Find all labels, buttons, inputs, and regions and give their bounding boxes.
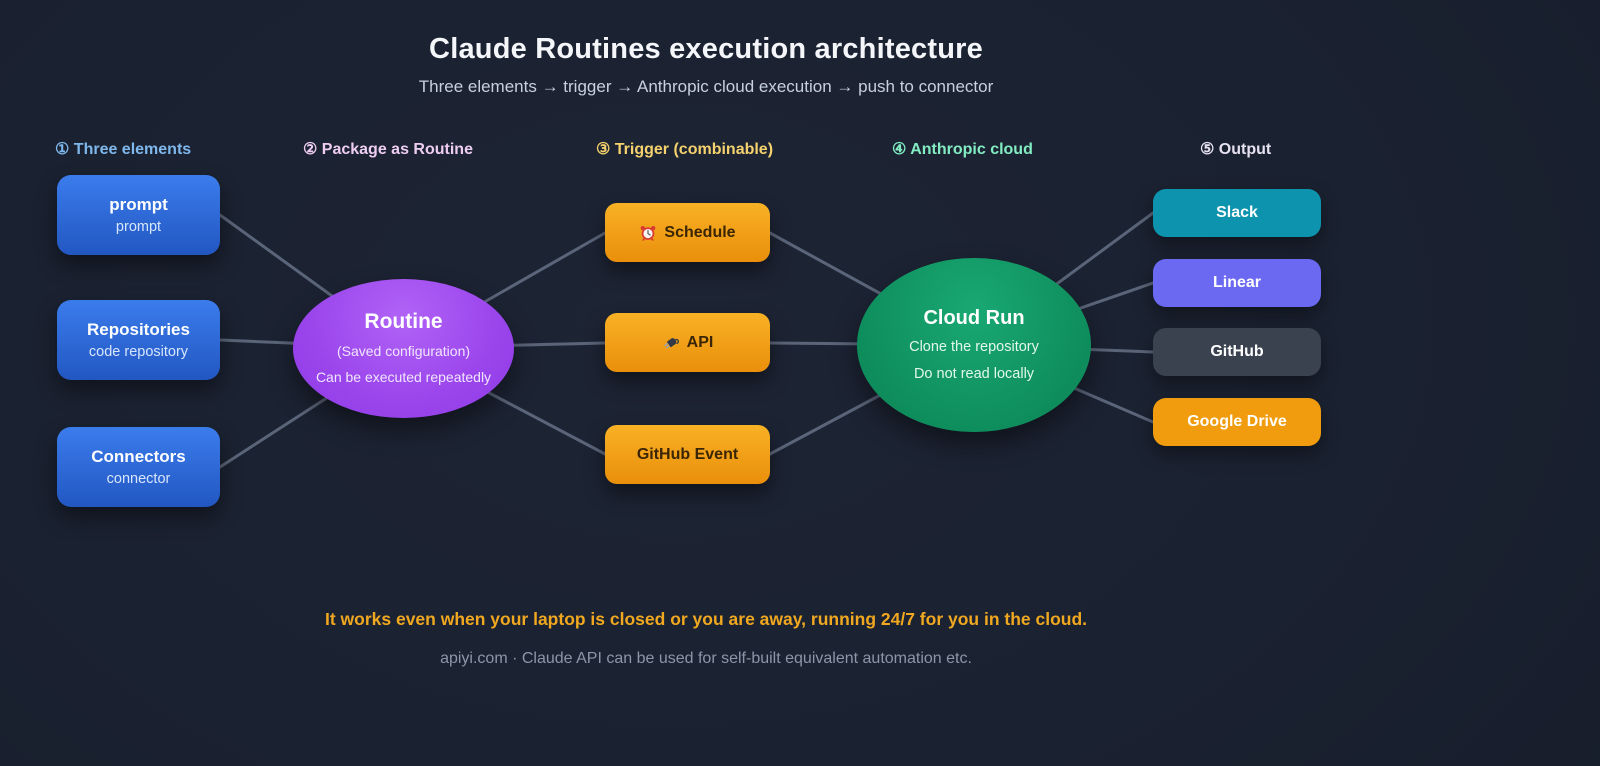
column-header-trigger: ③ Trigger (combinable) [596, 141, 774, 158]
page-title: Claude Routines execution architecture [429, 33, 983, 65]
node-trigger-api-label: API [686, 333, 714, 351]
plug-icon [662, 334, 680, 352]
node-routine: Routine (Saved configuration) Can be exe… [293, 279, 514, 418]
node-cloud-run: Cloud Run Clone the repository Do not re… [857, 258, 1091, 432]
column-header-three-elements: ① Three elements [55, 141, 192, 158]
node-cloud-run-line1: Clone the repository [909, 339, 1039, 356]
node-trigger-github-event: GitHub Event [605, 425, 770, 484]
node-prompt-subtitle: prompt [115, 218, 162, 235]
node-routine-line1: (Saved configuration) [336, 342, 471, 359]
node-trigger-schedule: Schedule [605, 203, 770, 262]
node-output-slack-label: Slack [1216, 204, 1258, 221]
node-connectors-title: Connectors [91, 447, 186, 467]
node-routine-line2: Can be executed repeatedly [315, 369, 492, 386]
node-output-google-drive-label: Google Drive [1187, 413, 1287, 430]
column-header-output: ⑤ Output [1200, 141, 1272, 158]
node-output-slack: Slack [1153, 189, 1321, 237]
alarm-clock-icon [639, 224, 657, 242]
node-trigger-api: API [605, 313, 770, 372]
node-cloud-run-line2: Do not read locally [913, 366, 1035, 382]
node-prompt: prompt prompt [57, 175, 220, 255]
footer-highlight-text: It works even when your laptop is closed… [324, 609, 1088, 629]
node-connectors: Connectors connector [57, 427, 220, 507]
node-cloud-run-title: Cloud Run [923, 307, 1025, 330]
node-repositories-title: Repositories [87, 320, 190, 340]
node-connectors-subtitle: connector [106, 470, 171, 487]
column-header-anthropic-cloud: ④ Anthropic cloud [892, 141, 1033, 158]
node-prompt-title: prompt [109, 195, 168, 215]
node-routine-title: Routine [364, 310, 443, 334]
node-output-linear: Linear [1153, 259, 1321, 307]
page-subtitle: Three elements → trigger → Anthropic clo… [418, 77, 994, 96]
node-repositories: Repositories code repository [57, 300, 220, 380]
node-output-github-label: GitHub [1210, 343, 1264, 360]
node-output-google-drive: Google Drive [1153, 398, 1321, 446]
node-output-github: GitHub [1153, 328, 1321, 376]
node-trigger-github-event-label: GitHub Event [636, 445, 739, 463]
column-header-package-as-routine: ② Package as Routine [303, 141, 473, 158]
node-output-linear-label: Linear [1212, 274, 1261, 291]
node-trigger-schedule-label: Schedule [664, 223, 736, 241]
footer-credit-text: apiyi.com · Claude API can be used for s… [440, 650, 972, 667]
node-repositories-subtitle: code repository [88, 343, 189, 360]
